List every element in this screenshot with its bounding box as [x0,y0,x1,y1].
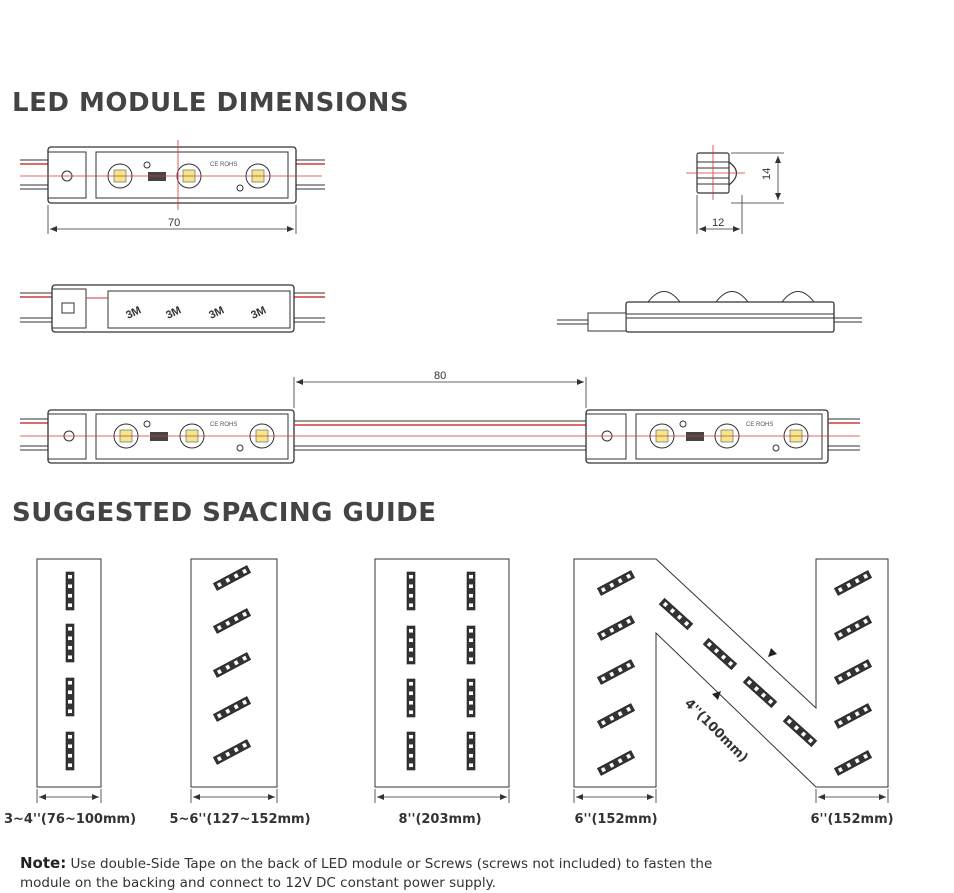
tape-label: 3M [249,304,268,321]
mini-led-module [466,678,476,718]
note-label: Note [20,854,61,872]
module-marking: CE ROHS [210,422,237,428]
spacing-caption-5: 6''(152mm) [810,812,894,827]
mini-led-module [466,731,476,771]
note-text: Use double-Side Tape on the back of LED … [20,856,713,891]
spacing-caption-2: 5~6''(127~152mm) [169,812,311,827]
mini-led-module [466,571,476,611]
spacing-caption-1: 3~4''(76~100mm) [3,812,137,827]
mini-led-module [782,714,818,748]
width-dimension: 12 [712,217,724,229]
module-top-view: CE ROHS 70 [20,140,325,234]
mini-led-module [702,637,738,671]
mini-led-module [833,570,873,596]
mini-led-module [658,597,694,631]
mini-led-module [65,623,75,663]
mini-led-module [406,678,416,718]
mini-led-module [406,625,416,665]
mini-led-module [596,615,636,641]
mini-led-module [833,659,873,685]
spacing-title: SUGGESTED SPACING GUIDE [12,498,437,528]
mini-led-module [833,703,873,729]
mini-led-module [742,675,778,709]
module-chain-view: CE ROHS CE ROHS 80 [20,370,860,464]
module-marking: CE ROHS [746,422,773,428]
spacing-panels: 4''(100mm) [36,558,889,803]
mini-led-module [833,615,873,641]
backing-panel [374,558,510,788]
module-bottom-view: 3M 3M 3M 3M [20,284,325,333]
pitch-dimension: 80 [434,370,446,382]
mini-led-module [65,571,75,611]
note: Note: Use double-Side Tape on the back o… [20,854,713,891]
mini-led-module [596,570,636,596]
module-marking: CE ROHS [210,162,237,168]
length-dimension: 70 [168,217,180,229]
mini-led-module [596,750,636,776]
mini-led-module [596,659,636,685]
n-letter-backing [573,558,889,788]
dimensions-title: LED MODULE DIMENSIONS [12,88,410,118]
tape-label: 3M [164,304,183,321]
mini-led-module [596,703,636,729]
spacing-caption-4: 6''(152mm) [574,812,658,827]
mini-led-module [65,731,75,771]
height-dimension: 14 [761,168,773,180]
module-long-side-view [557,291,862,333]
mini-led-module [212,608,252,634]
module-side-view: 14 12 [686,145,784,234]
mini-led-module [833,750,873,776]
tape-label: 3M [207,304,226,321]
spacing-caption-3: 8''(203mm) [398,812,482,827]
mini-led-module [406,571,416,611]
mini-led-module [65,677,75,717]
mini-led-module [406,731,416,771]
mini-led-module [212,565,252,591]
mini-led-module [466,625,476,665]
mini-led-module [212,652,252,678]
tape-label: 3M [124,304,143,321]
mini-led-module [212,739,252,765]
mini-led-module [212,696,252,722]
